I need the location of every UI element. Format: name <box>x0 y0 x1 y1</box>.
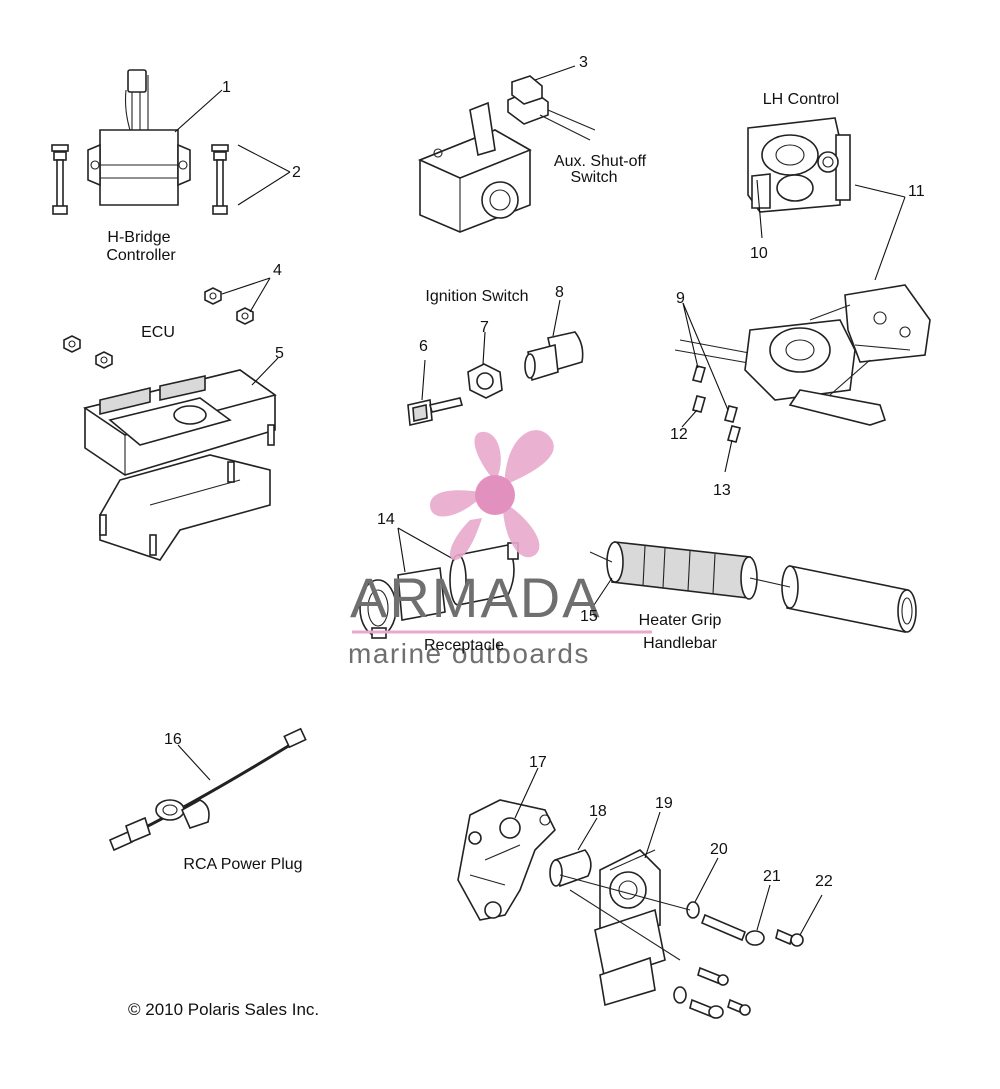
callout-6: 6 <box>419 338 428 355</box>
h-bridge-bolt-right <box>211 144 229 215</box>
label-heater-grip-line2: Handlebar <box>643 635 718 652</box>
lh-control-assembly <box>674 284 931 426</box>
watermark-brand: ARMADA <box>350 566 602 629</box>
callout-14: 14 <box>377 511 395 528</box>
callout-8: 8 <box>555 284 564 301</box>
receptacle <box>359 542 519 639</box>
callout-13: 13 <box>713 482 731 499</box>
motor <box>594 849 666 1007</box>
callout-19: 19 <box>655 795 673 812</box>
callout-22: 22 <box>815 873 833 890</box>
callout-12: 12 <box>670 426 688 443</box>
label-h-bridge-line1: H-Bridge <box>107 229 170 246</box>
callout-11: 11 <box>908 183 925 200</box>
ecu-nut-2 <box>236 307 254 325</box>
callout-3: 3 <box>579 54 588 71</box>
callout-16: 16 <box>164 731 182 748</box>
label-aux-line2: Switch <box>570 169 617 186</box>
ignition-key <box>407 397 464 426</box>
label-aux-line1: Aux. Shut-off <box>554 153 647 170</box>
rca-power-plug <box>108 727 307 852</box>
label-lh-control: LH Control <box>763 91 839 108</box>
callout-9: 9 <box>676 290 685 307</box>
ignition-nut <box>467 363 503 399</box>
watermark-tagline: marine outboards <box>348 638 590 669</box>
label-h-bridge-line2: Controller <box>106 247 176 264</box>
ecu-nut-3 <box>63 335 81 353</box>
callout-1: 1 <box>222 79 231 96</box>
callout-4: 4 <box>273 262 282 279</box>
lh-control-screws <box>692 365 741 443</box>
ignition-switch-body <box>524 331 584 382</box>
callout-17: 17 <box>529 754 547 771</box>
callout-10: 10 <box>750 245 768 262</box>
label-receptacle: Receptacle <box>424 637 504 654</box>
callout-18: 18 <box>589 803 607 820</box>
lh-control-housing <box>747 117 851 213</box>
heater-grip-handlebar <box>589 541 917 633</box>
h-bridge-controller <box>87 69 191 206</box>
callout-21: 21 <box>763 868 781 885</box>
callout-15: 15 <box>580 608 598 625</box>
callout-20: 20 <box>710 841 728 858</box>
callout-7: 7 <box>480 319 489 336</box>
callout-2: 2 <box>292 164 301 181</box>
armada-logo <box>430 430 554 560</box>
label-rca-power-plug: RCA Power Plug <box>183 856 302 873</box>
shaft-coupler <box>549 849 592 888</box>
ecu-nut-4 <box>95 351 113 369</box>
ecu-nut-1 <box>204 287 222 305</box>
bracket <box>457 799 556 921</box>
bolt-21 <box>689 913 765 1019</box>
ecu-unit <box>83 369 277 561</box>
label-ecu: ECU <box>141 324 175 341</box>
copyright-notice: © 2010 Polaris Sales Inc. <box>128 1000 319 1019</box>
h-bridge-bolt-left <box>51 144 69 215</box>
screw-22 <box>697 928 804 1016</box>
aux-shutoff-switch <box>417 75 596 233</box>
washer-20 <box>673 901 700 1004</box>
label-ignition-switch: Ignition Switch <box>425 288 528 305</box>
callout-5: 5 <box>275 345 284 362</box>
label-heater-grip-line1: Heater Grip <box>639 612 722 629</box>
